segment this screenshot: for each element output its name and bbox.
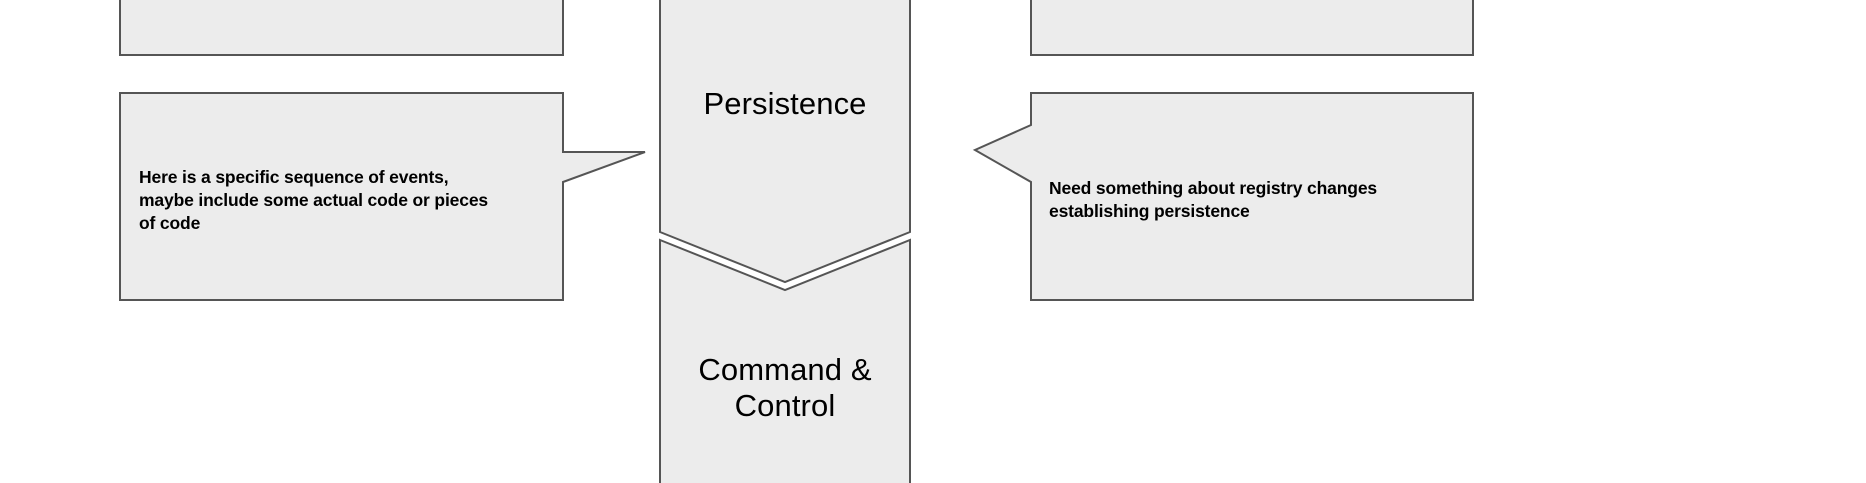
left-callout-line-2: maybe include some actual code or pieces (139, 190, 488, 211)
stage-persistence-label: Persistence (703, 86, 867, 121)
stage-command-and-control-label: Command & Control (698, 352, 872, 423)
right-top-box (1030, 0, 1474, 56)
left-callout-line-3: of code (139, 213, 201, 234)
left-top-box (119, 0, 564, 56)
left-callout-text: Here is a specific sequence of events, m… (139, 166, 559, 235)
right-callout-shape (972, 92, 1474, 301)
stage-persistence-shape (659, 0, 911, 284)
left-callout-shape (119, 92, 646, 301)
right-callout-text: Need something about registry changes es… (1049, 177, 1469, 223)
left-callout-line-1: Here is a specific sequence of events, (139, 167, 449, 187)
right-callout-line-2: establishing persistence (1049, 201, 1250, 222)
stage-command-and-control-shape (659, 238, 911, 483)
right-callout-line-1: Need something about registry changes (1049, 178, 1377, 198)
